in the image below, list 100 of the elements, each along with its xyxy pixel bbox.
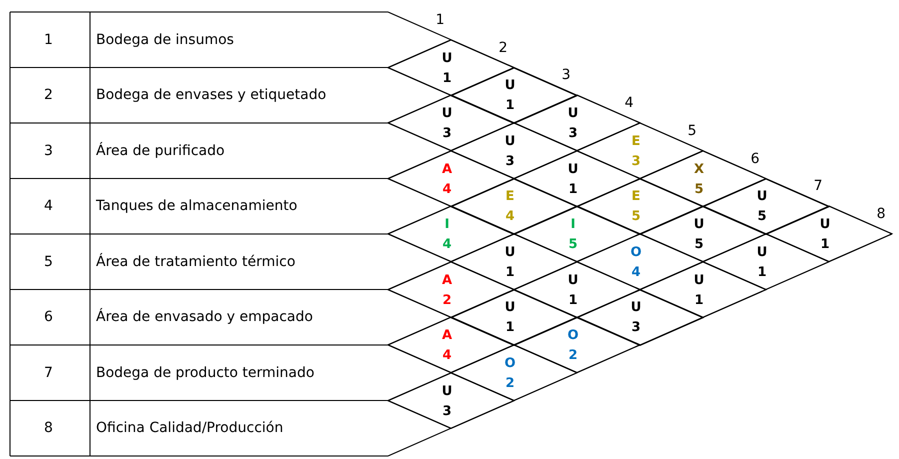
area-name: Tanques de almacenamiento <box>96 197 298 216</box>
relationship-diamond <box>388 317 514 373</box>
closeness-letter: U <box>566 162 580 176</box>
relationship-diamond <box>640 262 766 318</box>
relationship-diamond <box>766 206 892 262</box>
reason-number: 1 <box>819 237 831 252</box>
relationship-diamond <box>451 123 577 178</box>
reason-number: 3 <box>504 154 516 169</box>
row-number: 7 <box>44 364 53 382</box>
relationship-diamond <box>703 178 829 234</box>
reason-number: 4 <box>441 237 453 252</box>
closeness-letter: U <box>818 217 832 232</box>
reason-number: 2 <box>441 292 453 308</box>
reason-number: 1 <box>504 320 516 336</box>
closeness-letter: A <box>440 328 454 343</box>
reason-number: 5 <box>567 237 579 252</box>
closeness-letter: A <box>440 272 454 288</box>
column-number: 8 <box>876 205 886 223</box>
reason-number: 4 <box>441 348 453 363</box>
reason-number: 5 <box>693 182 705 196</box>
relationship-diamond <box>577 234 703 290</box>
relationship-diamond <box>388 40 514 96</box>
closeness-letter: U <box>440 384 454 398</box>
reason-number: 1 <box>504 264 516 280</box>
reason-number: 3 <box>630 320 642 336</box>
closeness-letter: U <box>440 106 454 121</box>
relationship-diamond <box>640 150 766 206</box>
closeness-letter: U <box>692 272 706 288</box>
reason-number: 4 <box>630 264 642 280</box>
reason-number: 3 <box>441 404 453 418</box>
area-name: Área de purificado <box>96 142 225 160</box>
relationship-diamond <box>451 345 577 400</box>
reason-number: 4 <box>504 209 516 224</box>
closeness-letter: U <box>504 134 516 149</box>
area-name: Bodega de producto terminado <box>96 364 314 382</box>
reason-number: 5 <box>630 209 642 224</box>
column-number: 7 <box>814 177 823 196</box>
closeness-letter: A <box>440 162 454 176</box>
row-number: 5 <box>44 252 53 271</box>
reason-number: 3 <box>441 126 453 141</box>
closeness-letter: E <box>504 189 516 204</box>
relationship-diamond <box>640 206 766 262</box>
closeness-letter: O <box>503 356 517 371</box>
closeness-letter: U <box>756 244 768 260</box>
reason-number: 4 <box>441 182 453 196</box>
column-number: 3 <box>562 66 571 84</box>
relationship-diamond <box>514 262 640 318</box>
reason-number: 1 <box>441 70 453 86</box>
relationship-diamond <box>577 290 703 345</box>
relationship-diamond <box>451 290 577 345</box>
closeness-letter: I <box>444 217 450 232</box>
column-number: 1 <box>436 10 445 29</box>
column-number: 5 <box>688 122 697 140</box>
reason-number: 1 <box>693 292 705 308</box>
row-number: 6 <box>44 308 53 326</box>
closeness-letter: X <box>692 162 706 176</box>
area-name: Área de envasado y empacado <box>96 308 313 326</box>
closeness-letter: U <box>504 300 516 316</box>
reason-number: 3 <box>567 126 579 141</box>
closeness-letter: O <box>629 244 643 260</box>
closeness-letter: O <box>566 328 580 343</box>
closeness-letter: E <box>630 134 642 149</box>
reason-number: 3 <box>630 154 642 169</box>
relationship-diamond <box>577 178 703 234</box>
relationship-diamond <box>577 123 703 178</box>
reason-number: 5 <box>693 237 705 252</box>
reason-number: 2 <box>504 376 516 391</box>
relationship-diamond <box>388 262 514 318</box>
relationship-diamond <box>514 317 640 373</box>
row-number: 3 <box>44 142 53 160</box>
row-number: 2 <box>44 86 53 104</box>
closeness-letter: E <box>630 189 642 204</box>
area-name: Bodega de envases y etiquetado <box>96 86 326 104</box>
relationship-diamond <box>388 150 514 206</box>
closeness-letter: U <box>630 300 642 316</box>
closeness-letter: U <box>756 189 768 204</box>
reason-number: 1 <box>504 98 516 114</box>
column-number: 2 <box>498 38 508 56</box>
column-number: 6 <box>750 150 760 168</box>
reason-number: 1 <box>567 292 579 308</box>
closeness-letter: U <box>440 50 454 66</box>
reason-number: 1 <box>567 182 579 196</box>
relationship-diamond <box>451 68 577 123</box>
closeness-letter: U <box>504 244 516 260</box>
closeness-letter: U <box>692 217 706 232</box>
relationship-diamond <box>514 206 640 262</box>
closeness-letter: I <box>570 217 576 232</box>
closeness-letter: U <box>566 272 580 288</box>
relationship-diamond <box>388 95 514 151</box>
closeness-letter: U <box>566 106 580 121</box>
row-number: 4 <box>44 197 53 216</box>
area-name: Oficina Calidad/Producción <box>96 419 284 438</box>
relationship-diamond <box>388 372 514 428</box>
reason-number: 5 <box>756 209 768 224</box>
column-number: 4 <box>624 94 634 112</box>
relationship-diamond <box>514 150 640 206</box>
relationship-diamond <box>451 234 577 290</box>
area-name: Área de tratamiento térmico <box>96 252 296 271</box>
row-number: 8 <box>44 419 53 438</box>
relationship-diamond <box>451 178 577 234</box>
